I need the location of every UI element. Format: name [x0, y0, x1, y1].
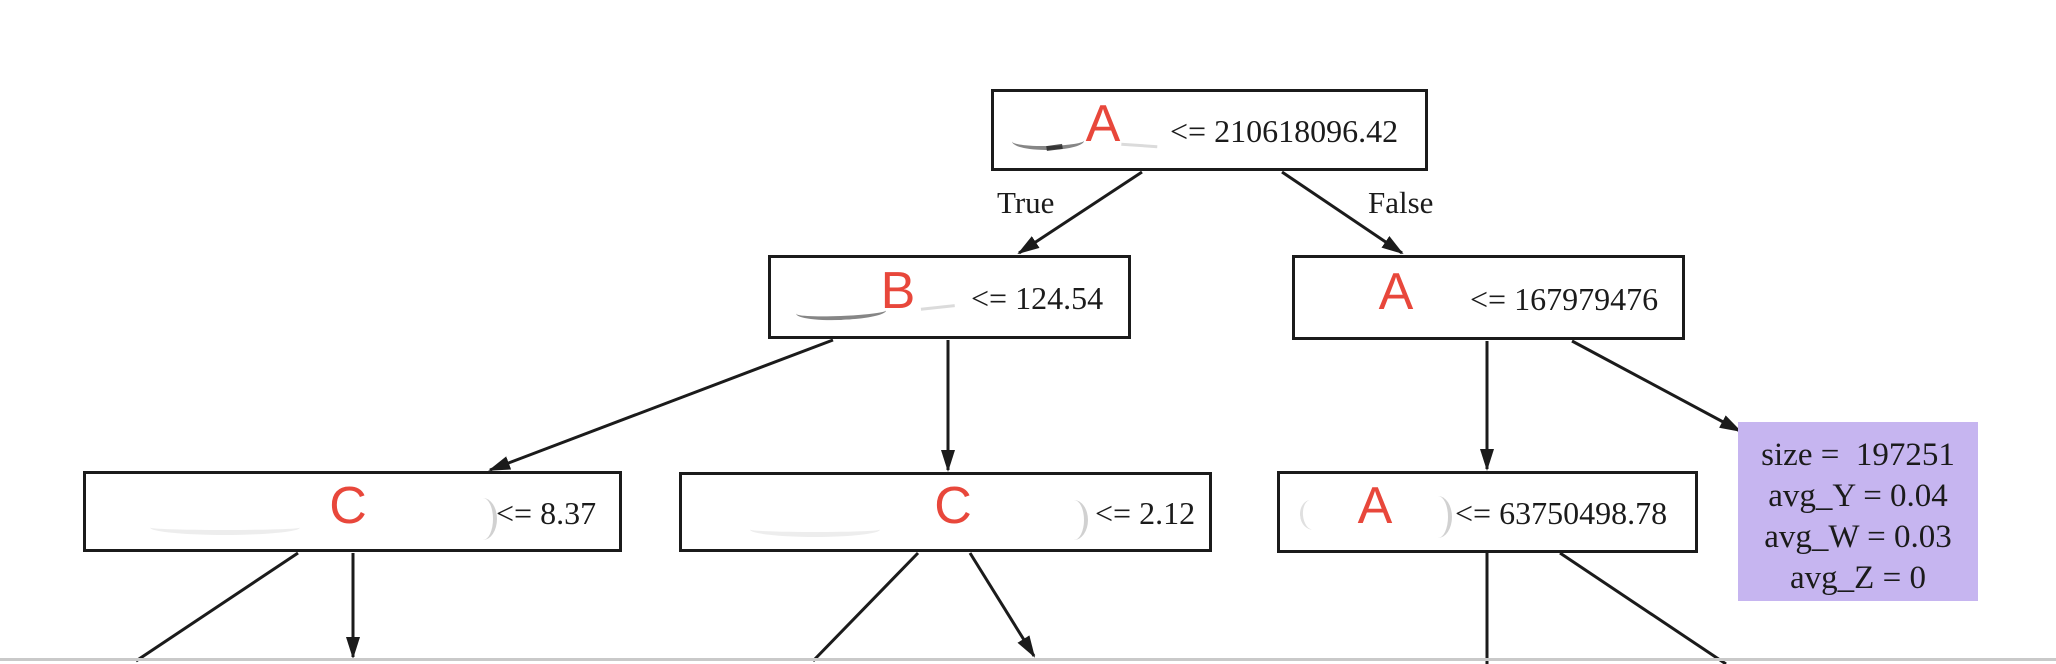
- edge-a-child-out-diagonal: [1559, 551, 1727, 664]
- leaf-stat-avg-z: avg_Z = 0: [1790, 560, 1926, 596]
- redacted-feature-letter: C: [934, 477, 972, 535]
- split-condition: <= 8.37: [496, 494, 597, 531]
- edge-c-middle-out-left: [811, 551, 920, 663]
- leaf-stat-avg-w: avg_W = 0.03: [1764, 519, 1952, 555]
- edge-label-true: True: [997, 185, 1055, 220]
- edge-c-middle-out-right: [968, 552, 1036, 658]
- split-condition: <= 167979476: [1470, 280, 1659, 317]
- tree-node-root: A <= 210618096.42: [991, 89, 1428, 171]
- tree-node-level3-right: A <= 63750498.78: [1277, 471, 1698, 553]
- redacted-feature-letter: A: [1085, 95, 1121, 153]
- split-condition: <= 124.54: [971, 280, 1104, 316]
- redacted-feature-letter: A: [1357, 477, 1393, 535]
- leaf-node-stats: size = 197251 avg_Y = 0.04 avg_W = 0.03 …: [1738, 422, 1978, 601]
- leaf-stat-size: size = 197251: [1761, 437, 1955, 473]
- redacted-feature-letter: A: [1378, 262, 1414, 321]
- split-condition: <= 63750498.78: [1455, 495, 1668, 531]
- redacted-feature-letter: B: [880, 262, 916, 320]
- edge-root-to-left-child: [1017, 170, 1143, 255]
- edge-a-to-leaf: [1571, 339, 1742, 433]
- split-condition: <= 2.12: [1095, 495, 1196, 531]
- tree-node-level2-left: B <= 124.54: [768, 255, 1131, 339]
- edge-b-to-c-left: [488, 338, 834, 472]
- edge-root-to-right-child: [1281, 170, 1404, 255]
- split-condition: <= 210618096.42: [1170, 113, 1399, 149]
- tree-node-level3-left: C <= 8.37: [83, 471, 622, 552]
- edge-label-false: False: [1368, 185, 1434, 220]
- tree-node-level2-right: A <= 167979476: [1292, 255, 1685, 340]
- edge-c-left-out-diagonal: [135, 551, 299, 663]
- tree-node-level3-middle: C <= 2.12: [679, 472, 1212, 552]
- window-divider-line: [0, 658, 2056, 661]
- leaf-stat-avg-y: avg_Y = 0.04: [1768, 478, 1948, 514]
- redacted-feature-letter: C: [329, 476, 367, 535]
